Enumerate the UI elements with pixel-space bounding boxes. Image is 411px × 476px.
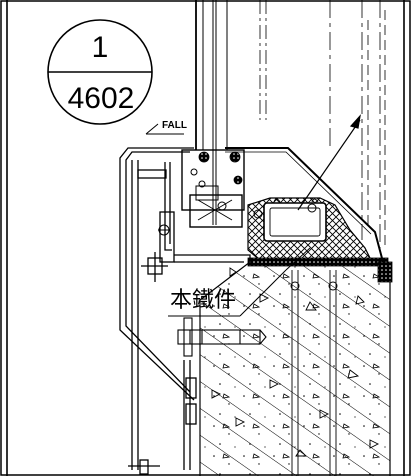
embedded-plate-note: 本鐵件 [170, 288, 237, 313]
detail-sheet-number: 4602 [67, 82, 135, 115]
note-leader [168, 247, 311, 317]
bracket-profile [119, 147, 251, 475]
glazing-transom [181, 149, 245, 228]
section-arrow [297, 114, 361, 211]
detail-marker [47, 19, 153, 125]
glazing-mullion-lines [195, 0, 386, 250]
detail-number: 1 [91, 31, 109, 64]
aggregate-marks [211, 267, 380, 457]
bolt-icon [158, 201, 317, 236]
drip-flashing [225, 147, 384, 263]
expansion-anchor [177, 317, 267, 357]
flashing-channel [263, 198, 327, 242]
fall-slope-symbol [145, 123, 184, 135]
concrete-slab [199, 261, 391, 476]
anchor-rods [290, 270, 338, 476]
fall-label: FALL [162, 120, 187, 131]
sealant-strip [247, 257, 393, 283]
